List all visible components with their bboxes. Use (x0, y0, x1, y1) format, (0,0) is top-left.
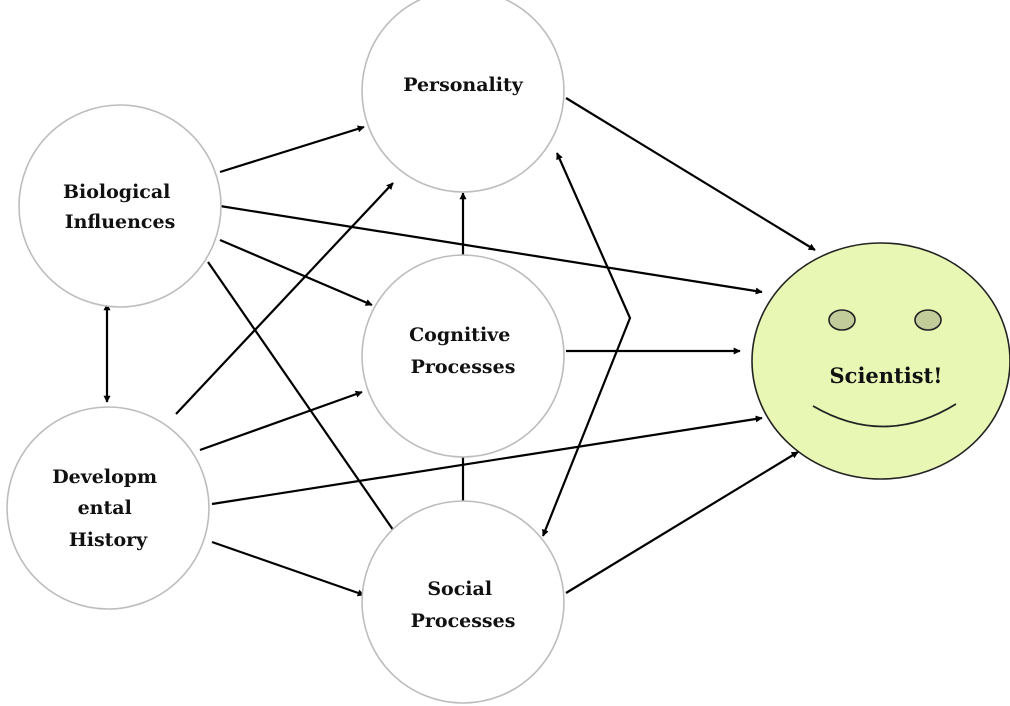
label-line: Personality (403, 74, 524, 96)
node-circle (6, 406, 210, 610)
node-biological-influences: Biological Influences (18, 104, 222, 308)
node-cognitive-processes: Cognitive Processes (361, 254, 565, 458)
edge-developmental-to-social (211, 540, 365, 597)
edge-social-to-scientist (565, 451, 799, 594)
edge-developmental-to-scientist (211, 415, 763, 506)
node-social-processes: Social Processes (361, 500, 565, 704)
label-line: Scientist! (830, 363, 943, 388)
label-line: Developm (52, 466, 157, 488)
node-scientist: Scientist! (751, 242, 1010, 480)
label-line: Cognitive (409, 324, 510, 346)
node-circle (361, 0, 565, 193)
edge-personality-social (541, 152, 632, 537)
label-line: ental (78, 497, 132, 519)
edge-biological-to-social (207, 261, 399, 538)
edges-group (103, 97, 816, 597)
label-line: Processes (411, 610, 516, 632)
node-label: Personality (403, 74, 524, 96)
right-eye-icon (914, 309, 942, 331)
edge-developmental-to-cognitive (199, 390, 363, 452)
node-circle (18, 104, 222, 308)
smile-icon (812, 403, 957, 428)
edge-personality-to-scientist (565, 97, 816, 251)
node-label: Social Processes (411, 578, 516, 632)
label-line: History (69, 529, 148, 551)
label-line: Social (427, 578, 492, 600)
label-line: Biological (63, 181, 170, 203)
node-label: Scientist! (830, 363, 943, 388)
node-label: Biological Influences (63, 181, 177, 233)
edge-developmental-to-personality (175, 182, 394, 415)
label-line: Influences (65, 211, 176, 233)
label-line: Processes (411, 356, 516, 378)
node-circle (361, 500, 565, 704)
smiley-face-icon (751, 242, 1010, 480)
node-label: Cognitive Processes (409, 324, 517, 378)
node-personality: Personality (361, 0, 565, 193)
edge-biological-to-personality (219, 125, 365, 174)
node-label: Developm ental History (52, 466, 164, 551)
left-eye-icon (828, 309, 856, 331)
node-circle (361, 254, 565, 458)
node-developmental-history: Developm ental History (6, 406, 210, 610)
edge-biological-to-cognitive (219, 238, 373, 307)
edge-biological-to-scientist (219, 204, 763, 295)
nodes-group: Biological Influences Developm ental His… (6, 0, 1010, 704)
